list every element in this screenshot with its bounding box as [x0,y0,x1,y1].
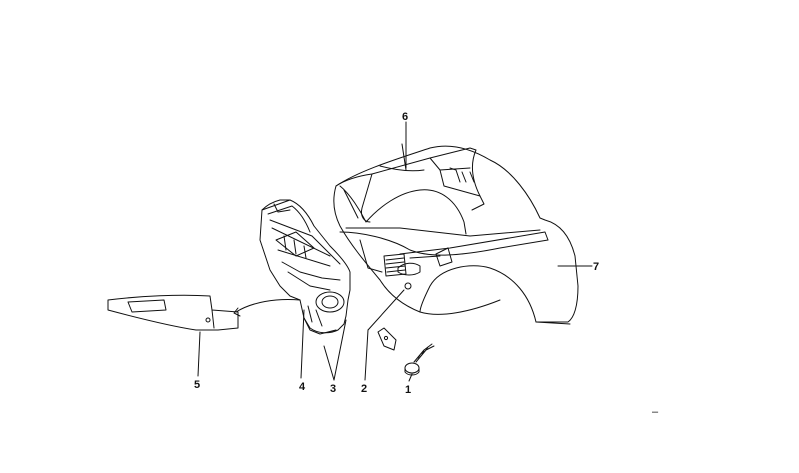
cover-plate-part [107,294,239,331]
screw-part [404,343,435,376]
leader-lines [197,121,593,382]
callout-4: 4 [299,381,306,393]
callout-3: 3 [330,383,337,395]
page-mark: – [652,406,659,418]
inner-apron-part [335,143,485,223]
front-fender-part [333,145,579,325]
wheel-housing-panel-part [259,199,351,335]
callout-5: 5 [194,379,201,391]
callout-6: 6 [402,111,409,123]
callout-7: 7 [593,261,600,273]
assembly-arrow [235,299,301,313]
callout-1: 1 [405,384,412,396]
clip-nut-part [377,327,397,351]
callout-2: 2 [361,383,368,395]
